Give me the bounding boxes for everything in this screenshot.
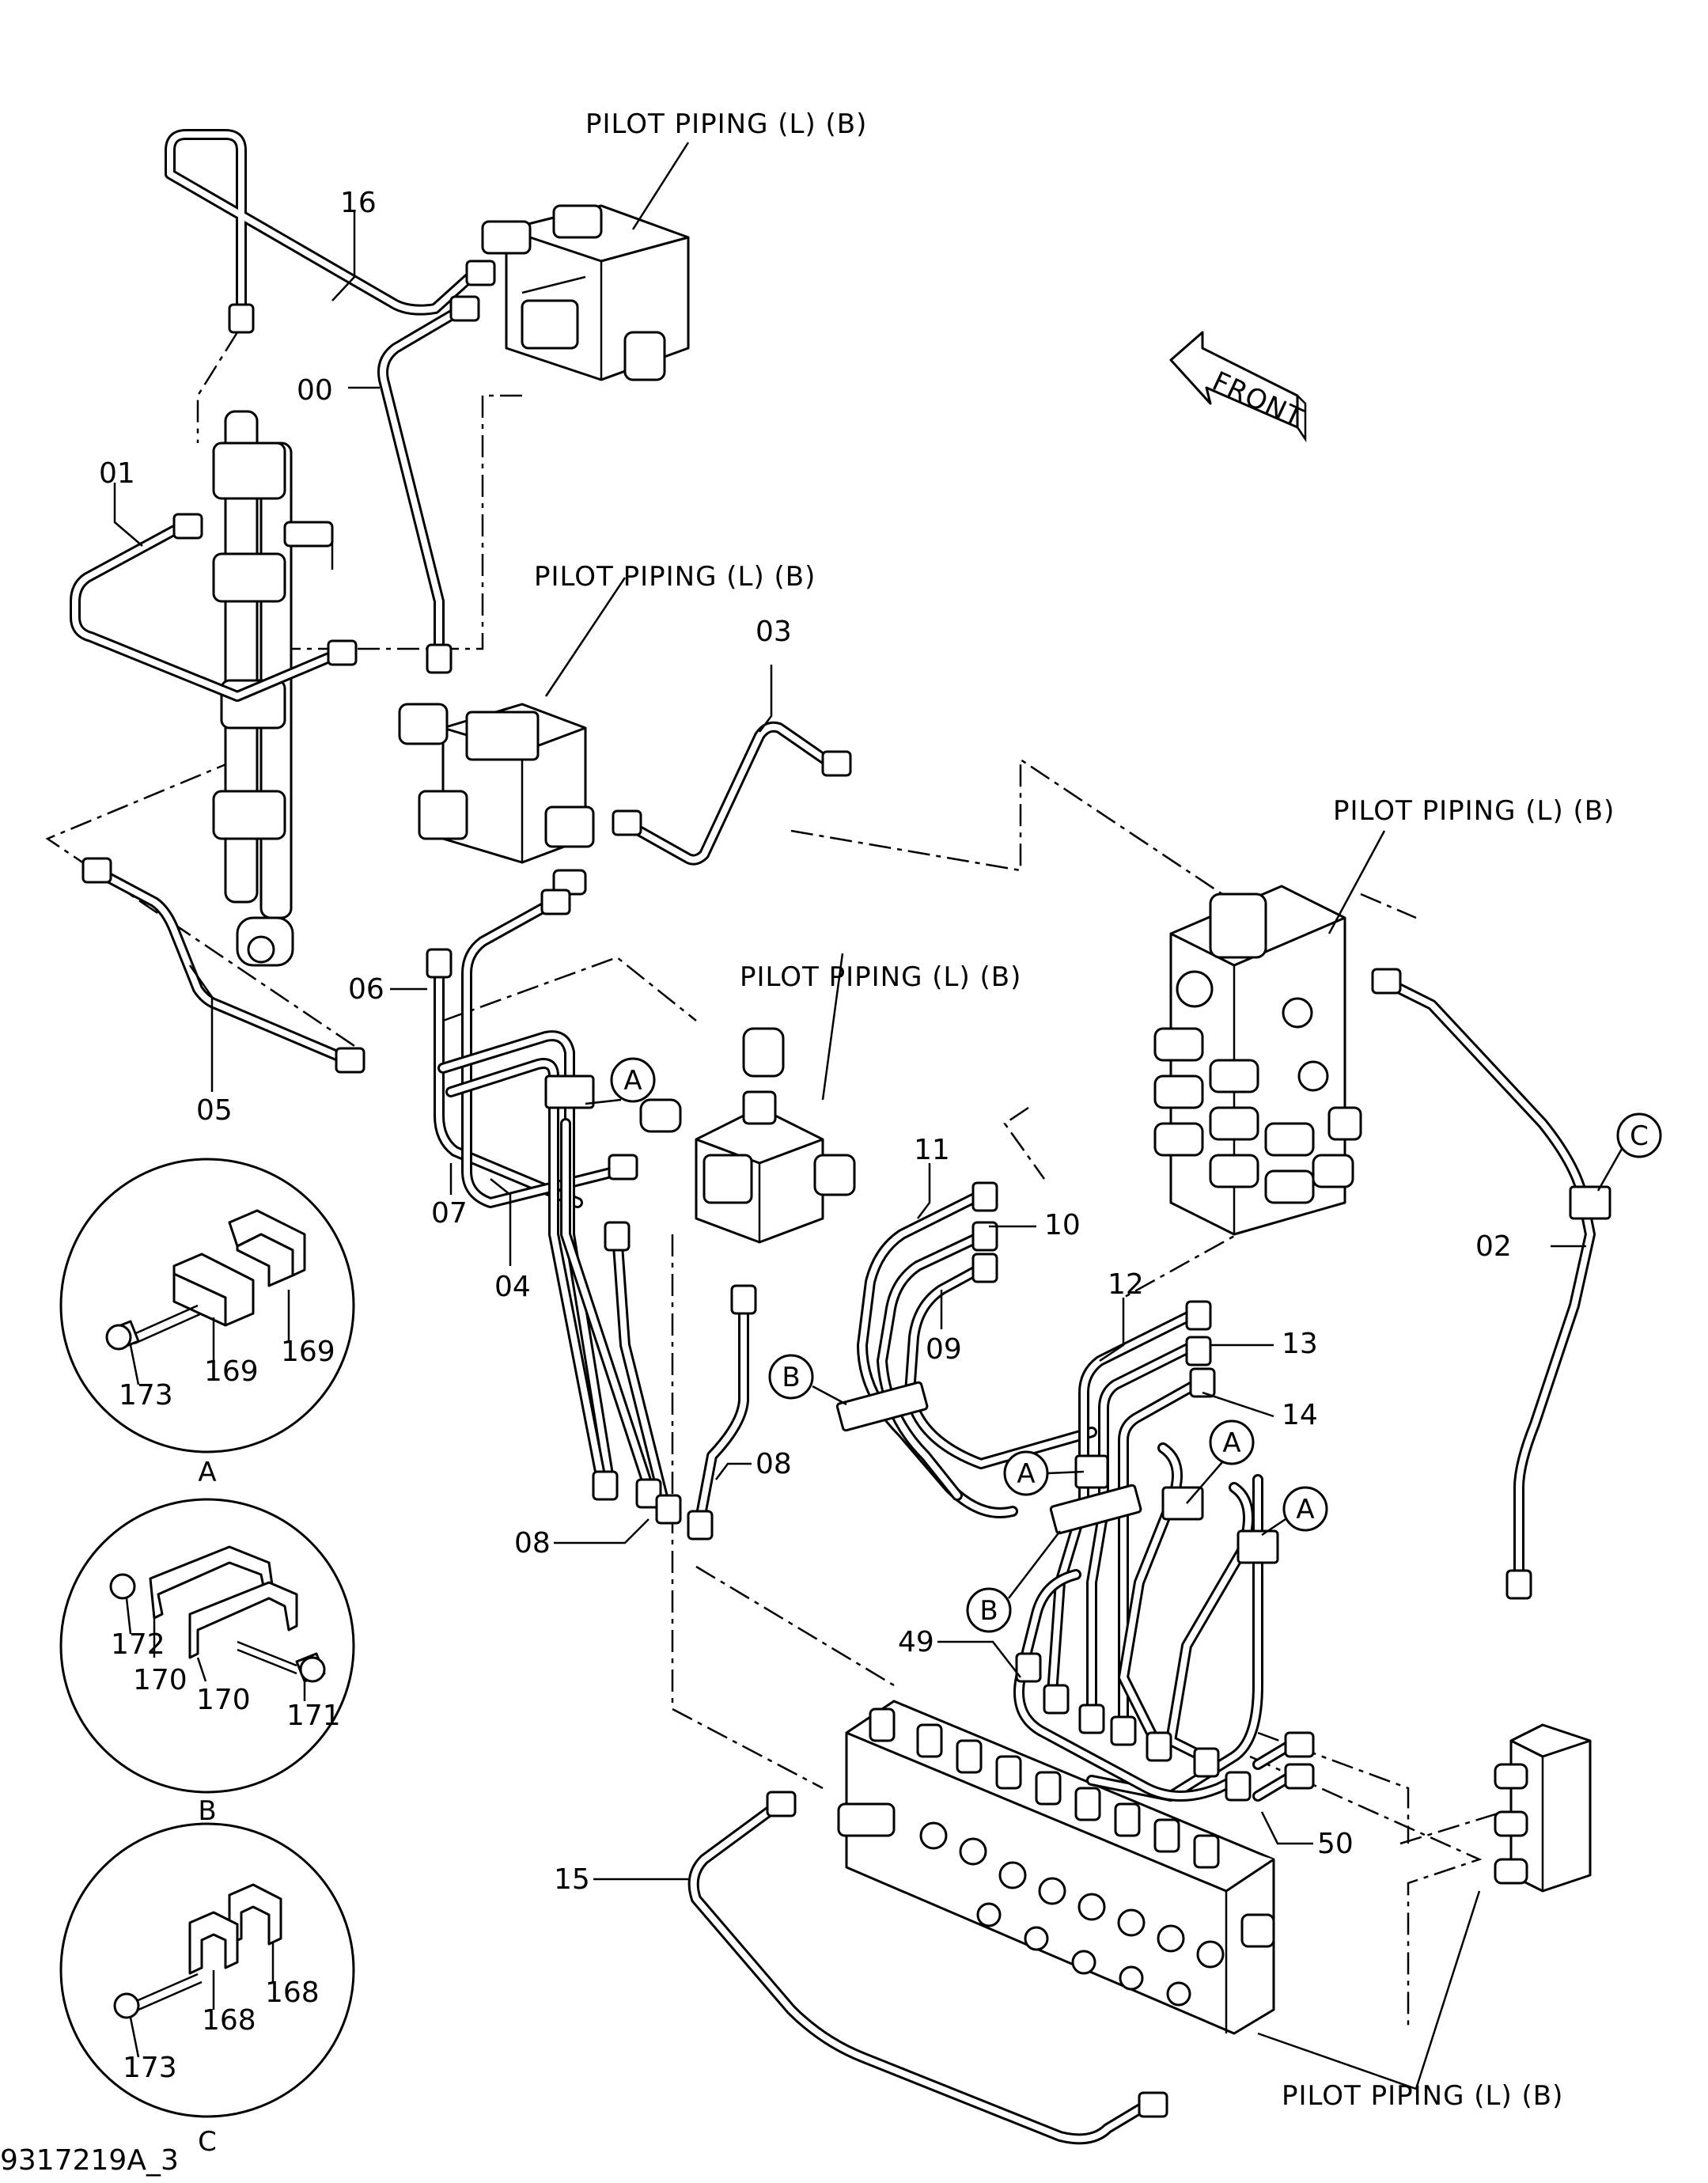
detail-b-part-172: 172 [111,1628,165,1661]
detail-b: 172 170 170 171 B [59,1498,355,1827]
detail-c-part-168-right: 168 [265,1976,320,2009]
part-label-14: 14 [1282,1399,1318,1431]
pipes [70,129,1596,2145]
part-label-15: 15 [554,1863,590,1896]
valve-block-center [639,1027,856,1244]
pilot-piping-callout-right: PILOT PIPING (L) (B) [1333,795,1615,827]
control-valve-stack [1153,885,1362,1236]
detail-a: 169 169 173 A [59,1158,355,1488]
part-label-06: 06 [348,973,384,1006]
part-label-50: 50 [1317,1828,1354,1860]
clamp-ref-a-3: A [1222,1427,1240,1459]
detail-a-label: A [198,1457,216,1488]
callout-leaders [113,142,1586,2090]
part-label-09: 09 [926,1333,962,1366]
detail-b-part-170-right: 170 [196,1684,251,1716]
part-label-07: 07 [431,1197,468,1230]
detail-c: 168 168 173 C [59,1822,355,2158]
pilot-piping-callout-middle: PILOT PIPING (L) (B) [534,561,816,593]
clamp-ref-b-1: B [782,1362,800,1393]
pipe-fittings [81,260,1532,2118]
part-label-08-left: 08 [514,1527,551,1560]
part-label-02: 02 [1475,1230,1512,1263]
clamp-ref-b-2: B [979,1595,998,1627]
detail-b-part-171: 171 [286,1700,341,1732]
part-label-01: 01 [99,457,135,490]
part-label-10: 10 [1044,1209,1081,1241]
pilot-piping-callout-top: PILOT PIPING (L) (B) [585,108,867,140]
clamp-ref-a-1: A [623,1065,642,1097]
detail-c-part-173: 173 [123,2052,177,2084]
part-label-08-right: 08 [756,1448,792,1480]
part-label-49: 49 [898,1626,934,1658]
part-label-11: 11 [914,1134,950,1166]
detail-b-part-170-left: 170 [133,1664,187,1696]
part-label-12: 12 [1108,1268,1144,1301]
figure-number: 9317219A_3 [0,2144,179,2177]
pilot-piping-callout-center: PILOT PIPING (L) (B) [740,961,1021,993]
part-label-16: 16 [340,187,377,219]
part-number-labels: 16 00 01 03 05 06 07 04 11 10 09 12 13 1… [99,187,1512,1896]
part-label-04: 04 [494,1271,531,1303]
front-arrow-icon: FRONT [1169,331,1308,443]
clamp-references: A A A A B B C [585,1057,1662,1633]
pilot-piping-callout-bottom: PILOT PIPING (L) (B) [1282,2080,1563,2112]
detail-a-part-173: 173 [119,1379,173,1412]
part-label-05: 05 [196,1094,233,1127]
valve-block-right [1494,1723,1592,1893]
detail-a-part-169-right: 169 [281,1336,335,1368]
detail-b-label: B [198,1795,216,1827]
connection-lines [45,332,1504,2026]
part-label-13: 13 [1282,1328,1318,1360]
detail-c-part-168-left: 168 [202,2004,256,2037]
detail-a-part-169-left: 169 [204,1355,259,1388]
part-label-03: 03 [756,616,792,648]
clamp-ref-a-2: A [1017,1458,1035,1490]
detail-c-label: C [198,2126,217,2158]
valve-block-top [481,204,690,381]
manifold-block [837,1700,1275,2035]
part-label-00: 00 [297,374,333,407]
cylinder-assembly [212,410,334,967]
clamp-ref-c-1: C [1630,1120,1649,1152]
clamp-ref-a-4: A [1296,1494,1314,1525]
valve-block-middle [398,703,595,896]
